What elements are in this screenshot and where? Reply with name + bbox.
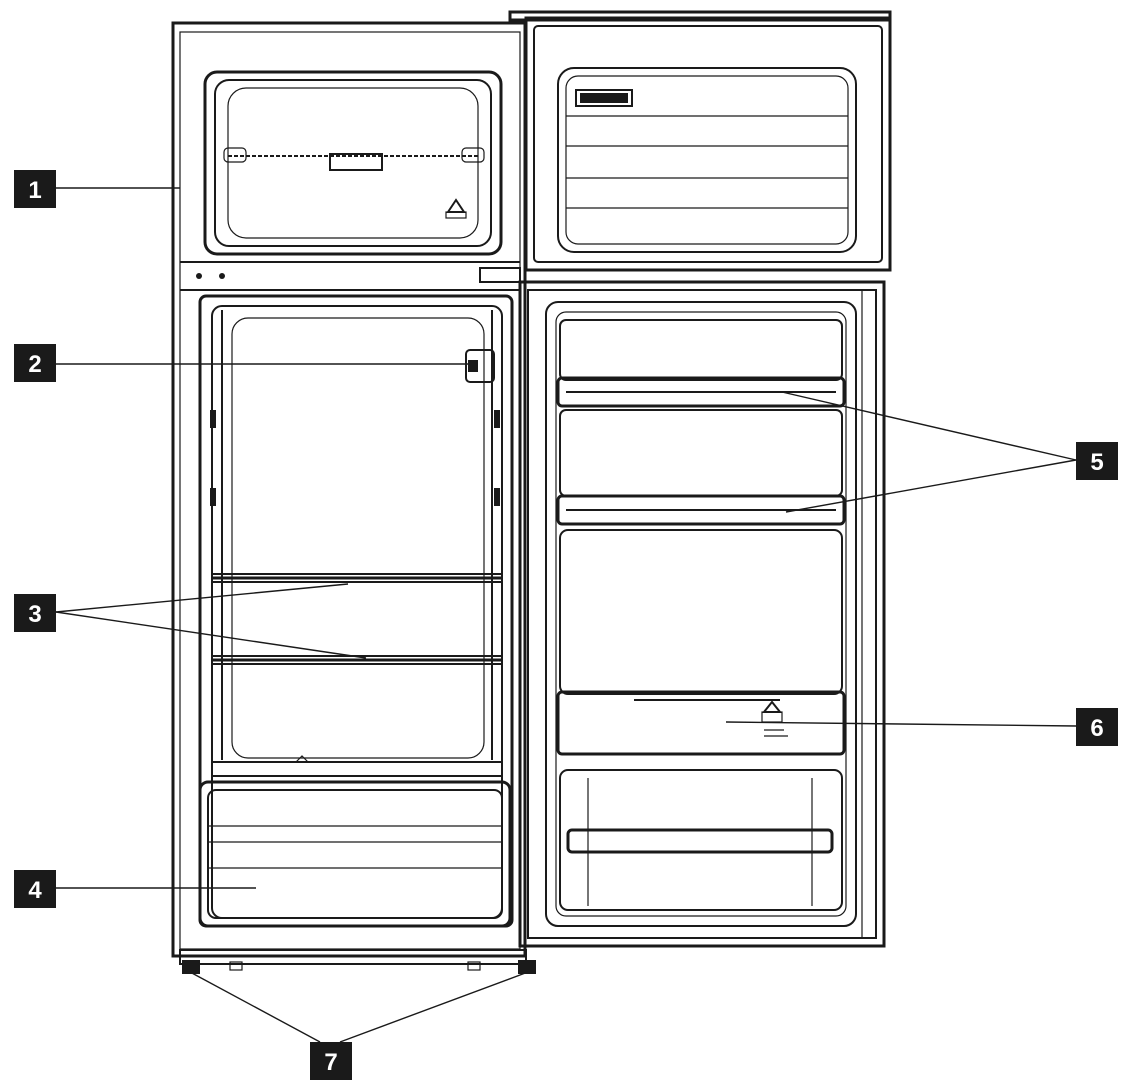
bottle-balcony: [556, 529, 846, 756]
callout-1: 1: [14, 170, 56, 208]
callout-label: 5: [1090, 449, 1103, 476]
callout-5: 5: [1076, 442, 1118, 480]
door-lower-panel: [559, 769, 843, 911]
leader-line-5a: [781, 391, 1077, 461]
leader-line-3b: [55, 611, 367, 659]
callout-3: 3: [14, 594, 56, 632]
freezer-door: [508, 10, 892, 272]
callout-label: 6: [1090, 715, 1103, 742]
callout-6: 6: [1076, 708, 1118, 746]
fridge-door: [518, 280, 886, 948]
callout-label: 3: [28, 601, 41, 628]
callout-label: 7: [324, 1049, 337, 1076]
callout-label: 1: [28, 177, 41, 204]
leader-line-7b: [339, 971, 529, 1043]
fridge-compartment: [198, 294, 514, 928]
leader-line-5b: [785, 459, 1077, 513]
leader-line-6: [725, 721, 1077, 727]
glass-shelves: [211, 573, 503, 777]
door-balconies: [556, 319, 846, 526]
callout-label: 4: [28, 877, 42, 904]
callout-2: 2: [14, 344, 56, 382]
leader-lines: [55, 187, 1077, 1043]
thermostat: [465, 349, 495, 383]
callout-4: 4: [14, 870, 56, 908]
callout-label: 2: [28, 351, 41, 378]
crisper-drawer: [198, 780, 512, 928]
cabinet-body: [171, 21, 527, 958]
leader-line-3a: [55, 583, 349, 613]
freezer-compartment: [203, 70, 503, 256]
adjustable-feet: [179, 949, 536, 974]
callout-7: 7: [310, 1042, 352, 1080]
leader-line-7a: [189, 971, 321, 1043]
